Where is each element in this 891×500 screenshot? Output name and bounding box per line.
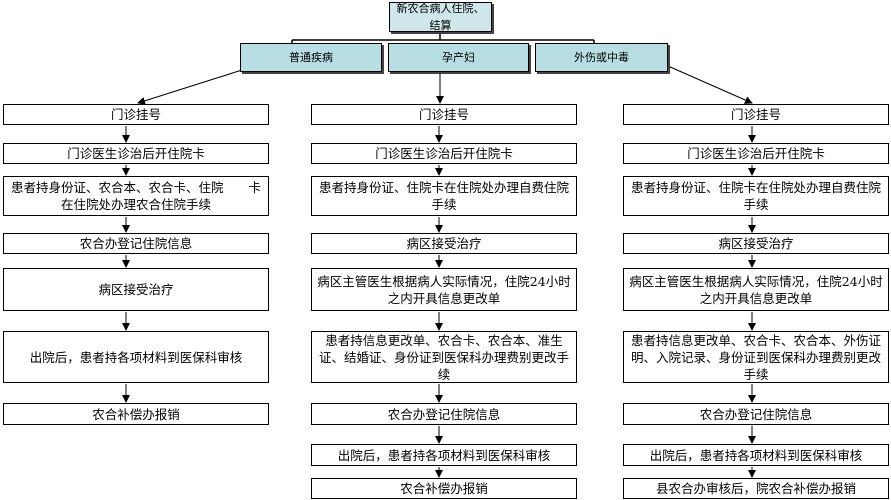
category-label: 外伤或中毒 (574, 51, 629, 64)
step-info-change-form: 病区主管医生根据病人实际情况，住院24小时之内开具信息更改单 (623, 268, 889, 311)
step-label: 患者持身份证、住院卡在住院处办理自费住院手续 (630, 180, 881, 212)
step-label: 患者持身份证、农合本、农合卡、住院 卡在住院处办理农合住院手续 (10, 180, 261, 212)
step-registration: 门诊挂号 (623, 104, 889, 125)
step-label: 病区接受治疗 (406, 236, 482, 251)
step-admission-card: 门诊医生诊治后开住院卡 (3, 143, 269, 164)
category-label: 普通疾病 (289, 51, 333, 64)
step-discharge-review: 出院后，患者持各项材料到医保科审核 (311, 444, 577, 466)
step-label: 农合补偿办报销 (400, 481, 488, 496)
step-label: 出院后，患者持各项材料到医保科审核 (29, 349, 243, 365)
step-label: 出院后，患者持各项材料到医保科审核 (337, 447, 551, 463)
step-label: 病区接受治疗 (98, 282, 174, 297)
step-label: 患者持信息更改单、农合卡、农合本、准生证、结婚证、身份证到医保科办理费别更改手续 (318, 332, 569, 382)
category-pregnant-women: 孕产妇 (388, 43, 529, 72)
step-treatment: 病区接受治疗 (3, 268, 269, 311)
step-treatment: 病区接受治疗 (311, 233, 577, 254)
step-label: 门诊挂号 (110, 107, 161, 122)
step-registration: 门诊挂号 (3, 104, 269, 125)
step-label: 门诊医生诊治后开住院卡 (687, 146, 825, 161)
step-fee-type-change: 患者持信息更改单、农合卡、农合本、外伤证明、入院记录、身份证到医保科办理费别更改… (623, 331, 889, 383)
step-discharge-review: 出院后，患者持各项材料到医保科审核 (623, 444, 889, 466)
root-node: 新农合病人住院、结算 (389, 2, 492, 32)
step-fee-type-change: 患者持信息更改单、农合卡、农合本、准生证、结婚证、身份证到医保科办理费别更改手续 (311, 331, 577, 383)
category-trauma-poisoning: 外伤或中毒 (535, 43, 668, 72)
root-node-label: 新农合病人住院、结算 (396, 2, 485, 32)
step-discharge-review: 出院后，患者持各项材料到医保科审核 (3, 331, 269, 383)
step-treatment: 病区接受治疗 (623, 233, 889, 254)
step-admission-card: 门诊医生诊治后开住院卡 (623, 143, 889, 164)
step-label: 农合补偿办报销 (92, 406, 180, 422)
step-register-info: 农合办登记住院信息 (623, 403, 889, 425)
category-ordinary-disease: 普通疾病 (240, 43, 382, 72)
step-label: 病区主管医生根据病人实际情况，住院24小时之内开具信息更改单 (317, 273, 571, 306)
step-reimbursement: 农合补偿办报销 (311, 478, 577, 499)
step-label: 病区主管医生根据病人实际情况，住院24小时之内开具信息更改单 (629, 273, 883, 306)
step-label: 门诊挂号 (730, 107, 781, 122)
step-label: 患者持信息更改单、农合卡、农合本、外伤证明、入院记录、身份证到医保科办理费别更改… (630, 332, 881, 382)
step-admission-procedure: 患者持身份证、农合本、农合卡、住院 卡在住院处办理农合住院手续 (3, 176, 269, 216)
step-label: 农合办登记住院信息 (79, 236, 193, 251)
step-label: 出院后，患者持各项材料到医保科审核 (649, 447, 863, 463)
step-label: 患者持身份证、住院卡在住院处办理自费住院手续 (318, 180, 569, 212)
step-reimbursement: 县农合办审核后，院农合补偿办报销 (623, 478, 889, 499)
step-registration: 门诊挂号 (311, 104, 577, 125)
step-label: 农合办登记住院信息 (387, 406, 501, 422)
step-label: 门诊医生诊治后开住院卡 (67, 146, 205, 161)
step-label: 农合办登记住院信息 (699, 406, 813, 422)
step-admission-card: 门诊医生诊治后开住院卡 (311, 143, 577, 164)
step-label: 门诊挂号 (418, 107, 469, 122)
step-label: 门诊医生诊治后开住院卡 (375, 146, 513, 161)
step-self-pay-admission: 患者持身份证、住院卡在住院处办理自费住院手续 (623, 176, 889, 216)
step-info-change-form: 病区主管医生根据病人实际情况，住院24小时之内开具信息更改单 (311, 268, 577, 311)
step-reimbursement: 农合补偿办报销 (3, 403, 269, 425)
step-label: 病区接受治疗 (718, 236, 794, 251)
step-label: 县农合办审核后，院农合补偿办报销 (655, 481, 856, 496)
category-label: 孕产妇 (442, 51, 475, 64)
step-register-info: 农合办登记住院信息 (3, 233, 269, 254)
step-self-pay-admission: 患者持身份证、住院卡在住院处办理自费住院手续 (311, 176, 577, 216)
step-register-info: 农合办登记住院信息 (311, 403, 577, 425)
